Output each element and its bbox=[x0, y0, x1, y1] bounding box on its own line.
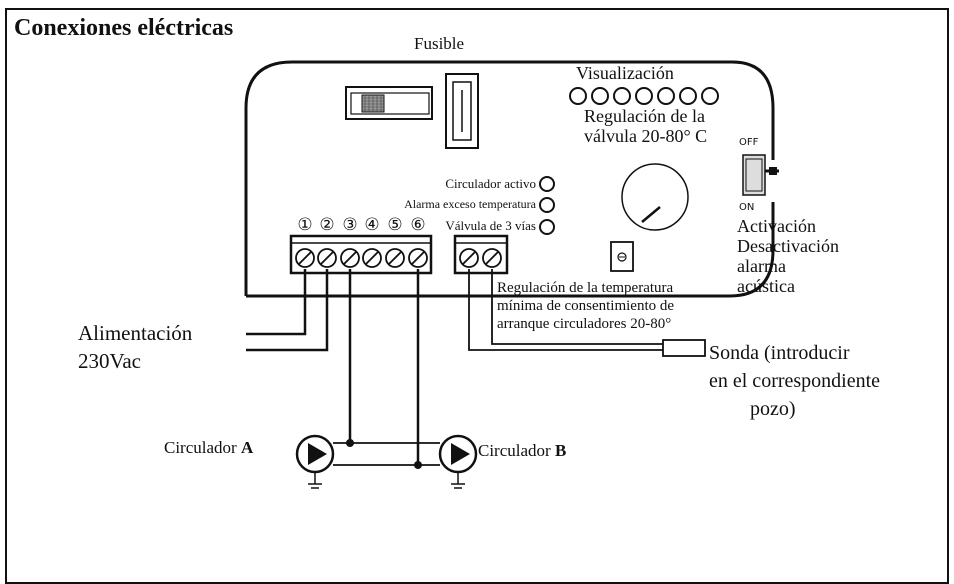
alimentacion-line1: Alimentación bbox=[78, 321, 193, 345]
off-label: OFF bbox=[739, 137, 759, 148]
sensor-wiring bbox=[468, 269, 663, 351]
terminal-number: ④ bbox=[364, 215, 379, 235]
circulador-b-label: Circulador B bbox=[478, 441, 566, 460]
control-box bbox=[244, 60, 775, 298]
terminal-number: ⑤ bbox=[387, 215, 402, 235]
led-icon bbox=[569, 87, 587, 105]
regulacion-temp-line1: Regulación de la temperatura bbox=[497, 280, 674, 296]
terminal-number: ③ bbox=[342, 215, 357, 235]
alarma-exceso-led-icon bbox=[539, 197, 555, 213]
diagram-title: Conexiones eléctricas bbox=[14, 15, 233, 41]
activacion-line3: alarma bbox=[737, 256, 786, 276]
junction-dot bbox=[414, 461, 422, 469]
wiring bbox=[246, 269, 420, 465]
alarma-exceso-label: Alarma exceso temperatura bbox=[404, 197, 537, 211]
sonda-probe-icon bbox=[662, 339, 706, 357]
trimmer-icon bbox=[610, 241, 634, 272]
circulador-activo-label: Circulador activo bbox=[445, 176, 536, 191]
activacion-line2: Desactivación bbox=[737, 236, 839, 256]
led-icon bbox=[657, 87, 675, 105]
activacion-line4: acústica bbox=[737, 276, 795, 296]
circulador-activo-led-icon bbox=[539, 176, 555, 192]
terminal-block-sensor bbox=[453, 234, 509, 275]
led-icon bbox=[635, 87, 653, 105]
circulador-a-label: Circulador A bbox=[164, 438, 254, 457]
terminal-number: ① bbox=[297, 215, 312, 235]
regulacion-temp-line2: mínima de consentimiento de bbox=[497, 298, 674, 314]
on-label: ON bbox=[739, 202, 754, 213]
sonda-line2: en el correspondiente bbox=[709, 370, 880, 392]
sonda-line3: pozo) bbox=[750, 398, 796, 420]
circulator-b-icon bbox=[438, 434, 478, 489]
fuse-icon bbox=[445, 73, 479, 149]
alarm-toggle-switch bbox=[742, 154, 779, 196]
circulator-a-icon bbox=[295, 434, 335, 489]
valvula-3-vias-label: Válvula de 3 vías bbox=[445, 218, 536, 233]
led-icon bbox=[613, 87, 631, 105]
junction-dot bbox=[346, 439, 354, 447]
terminal-block-main bbox=[289, 234, 433, 275]
visualizacion-label: Visualización bbox=[576, 63, 674, 83]
activacion-line1: Activación bbox=[737, 216, 816, 236]
led-row bbox=[569, 87, 719, 105]
terminal-numbers: ① ② ③ ④ ⑤ ⑥ bbox=[297, 215, 425, 235]
regulacion-valvula-line1: Regulación de la bbox=[584, 106, 705, 126]
terminal-number: ⑥ bbox=[410, 215, 425, 235]
led-icon bbox=[679, 87, 697, 105]
valve-dial-icon bbox=[621, 163, 689, 231]
led-icon bbox=[701, 87, 719, 105]
valvula-3-vias-led-icon bbox=[539, 219, 555, 235]
regulacion-valvula-line2: válvula 20-80° C bbox=[584, 126, 707, 146]
sonda-line1: Sonda (introducir bbox=[709, 342, 850, 364]
fusible-label: Fusible bbox=[414, 34, 464, 53]
regulacion-temp-line3: arranque circuladores 20-80° bbox=[497, 316, 671, 332]
led-icon bbox=[591, 87, 609, 105]
alimentacion-line2: 230Vac bbox=[78, 349, 141, 373]
switch-icon bbox=[345, 86, 433, 120]
diagram-frame bbox=[5, 8, 949, 584]
terminal-number: ② bbox=[319, 215, 334, 235]
